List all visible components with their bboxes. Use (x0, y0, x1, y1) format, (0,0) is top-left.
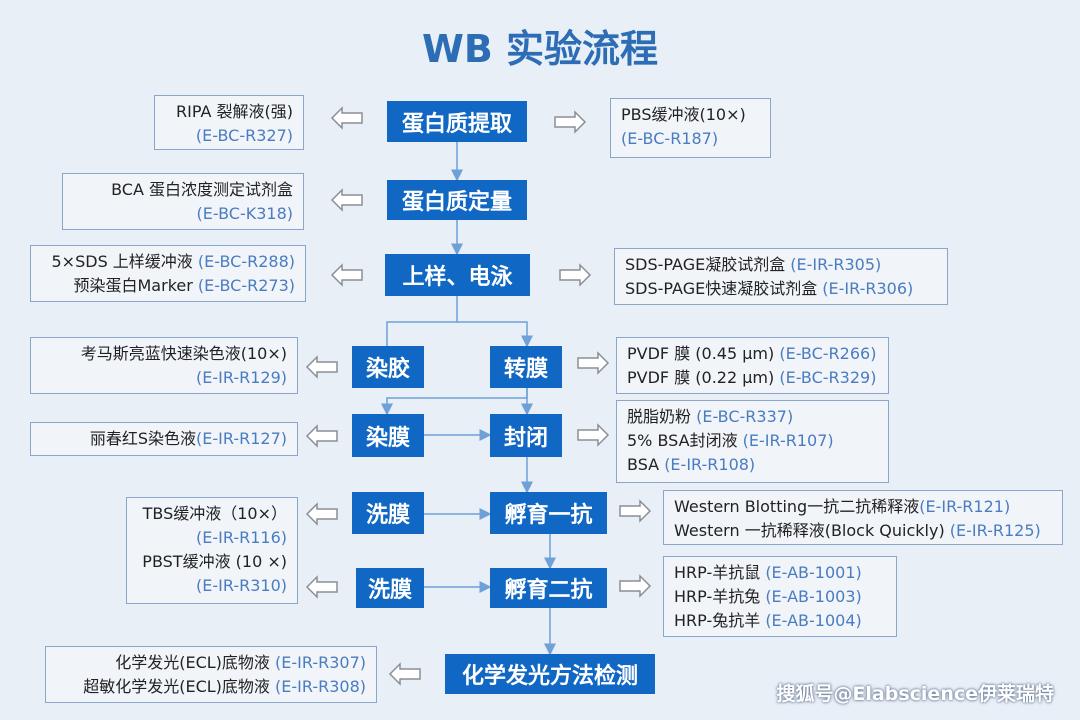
arrow-right-icon (577, 423, 610, 447)
arrow-left-icon (305, 355, 338, 379)
arrow-right-icon (577, 351, 610, 375)
reagent-box-ponceau: 丽春红S染色液(E-IR-R127) (30, 422, 298, 456)
step-chemiluminescence-detection: 化学发光方法检测 (445, 654, 655, 694)
reagent-box-hrp: HRP-羊抗鼠 (E-AB-1001) HRP-羊抗兔 (E-AB-1003) … (663, 556, 897, 637)
arrow-left-icon (388, 662, 421, 686)
connector-load-branch (386, 296, 458, 346)
reagent-box-blocking: 脱脂奶粉 (E-BC-R337) 5% BSA封闭液 (E-IR-R107) B… (616, 400, 889, 483)
reagent-box-ripa: RIPA 裂解液(强) (E-BC-R327) (154, 95, 304, 150)
step-membrane-transfer: 转膜 (490, 346, 562, 388)
arrow-left-icon (305, 502, 338, 526)
reagent-box-ecl: 化学发光(ECL)底物液 (E-IR-R307) 超敏化学发光(ECL)底物液 … (45, 646, 377, 703)
step-blocking: 封闭 (490, 414, 562, 457)
step-protein-extraction: 蛋白质提取 (387, 101, 527, 142)
reagent-box-wash-buffers: TBS缓冲液（10×） (E-IR-R116) PBST缓冲液 (10 ×) (… (126, 497, 298, 604)
arrow-left-icon (330, 263, 363, 287)
step-loading-electrophoresis: 上样、电泳 (385, 254, 530, 296)
reagent-box-sds-buffer: 5×SDS 上样缓冲液 (E-BC-R288) 预染蛋白Marker (E-BC… (30, 245, 306, 302)
step-wash-2: 洗膜 (356, 568, 424, 608)
reagent-box-sds-page: SDS-PAGE凝胶试剂盒 (E-IR-R305) SDS-PAGE快速凝胶试剂… (614, 248, 948, 305)
arrow-right-icon (559, 263, 592, 287)
reagent-box-bca: BCA 蛋白浓度测定试剂盒 (E-BC-K318) (62, 173, 304, 230)
reagent-box-coomassie: 考马斯亮蓝快速染色液(10×) (E-IR-R129) (30, 337, 298, 394)
step-secondary-antibody: 孵育二抗 (490, 568, 607, 608)
arrow-right-icon (619, 499, 652, 523)
arrow-right-icon (554, 110, 587, 134)
arrow-left-icon (305, 575, 338, 599)
step-protein-quantification: 蛋白质定量 (387, 180, 527, 220)
reagent-box-pvdf: PVDF 膜 (0.45 μm) (E-BC-R266) PVDF 膜 (0.2… (616, 337, 889, 394)
reagent-box-western: Western Blotting一抗二抗稀释液(E-IR-R121) Weste… (663, 490, 1063, 545)
arrow-left-icon (330, 188, 363, 212)
step-wash-1: 洗膜 (352, 492, 424, 534)
watermark: 搜狐号@Elabscience伊莱瑞特 (776, 683, 1054, 705)
step-membrane-staining: 染膜 (352, 414, 424, 457)
arrow-left-icon (305, 424, 338, 448)
step-primary-antibody: 孵育一抗 (490, 492, 607, 534)
reagent-box-pbs: PBS缓冲液(10×) (E-BC-R187) (610, 98, 771, 158)
arrow-left-icon (330, 106, 363, 130)
step-gel-staining: 染胶 (352, 346, 424, 388)
arrow-right-icon (619, 574, 652, 598)
page-title: WB 实验流程 (421, 27, 659, 71)
